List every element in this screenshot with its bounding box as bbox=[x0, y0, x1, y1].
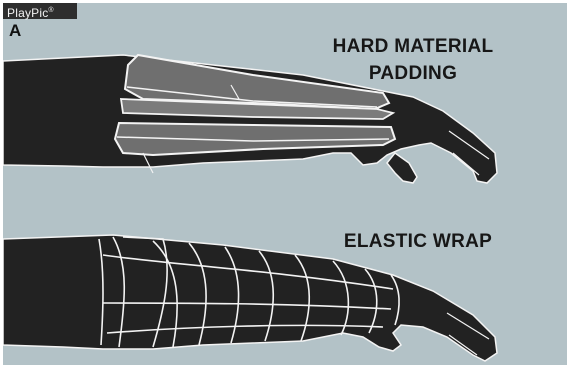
hard-material-padding-label: HARD MATERIAL PADDING bbox=[313, 33, 513, 87]
illustration-frame: PlayPic® A HARD MATERIAL PADDING ELASTIC… bbox=[3, 3, 567, 365]
badge-brand: PlayPic bbox=[7, 6, 48, 20]
top-arm-thumb bbox=[387, 153, 417, 183]
elastic-wrap-label: ELASTIC WRAP bbox=[323, 228, 513, 255]
badge-registered-mark: ® bbox=[48, 7, 53, 14]
label-line-1: HARD MATERIAL bbox=[313, 33, 513, 60]
panel-letter: A bbox=[9, 21, 21, 41]
label-line-2: PADDING bbox=[313, 60, 513, 87]
playpic-badge: PlayPic® bbox=[3, 3, 77, 19]
